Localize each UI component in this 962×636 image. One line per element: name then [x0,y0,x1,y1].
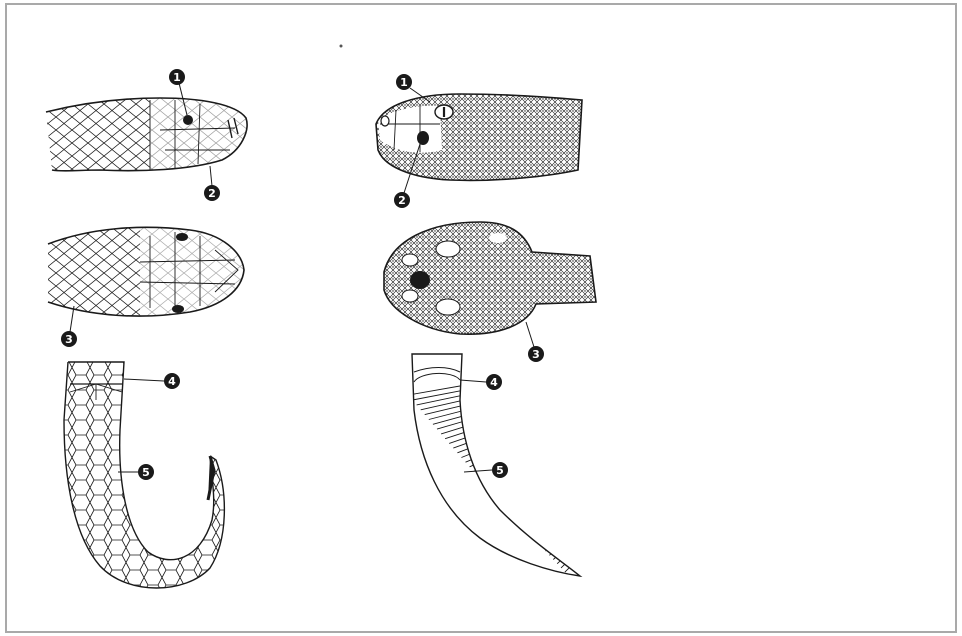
svg-text:5: 5 [142,466,150,479]
svg-text:3: 3 [65,333,73,346]
svg-text:2: 2 [398,194,406,207]
eye-icon [172,305,184,313]
eye-icon [176,233,188,241]
svg-text:1: 1 [400,76,408,89]
svg-text:2: 2 [208,187,216,200]
pit-icon [417,131,429,145]
svg-text:1: 1 [173,71,181,84]
svg-text:4: 4 [168,375,176,388]
right-head-side-view [370,90,590,185]
svg-text:5: 5 [496,464,504,477]
eye-icon [183,115,193,125]
pit-icon [410,271,430,289]
speck [340,45,343,48]
svg-text:3: 3 [532,348,540,361]
svg-text:4: 4 [490,376,498,389]
